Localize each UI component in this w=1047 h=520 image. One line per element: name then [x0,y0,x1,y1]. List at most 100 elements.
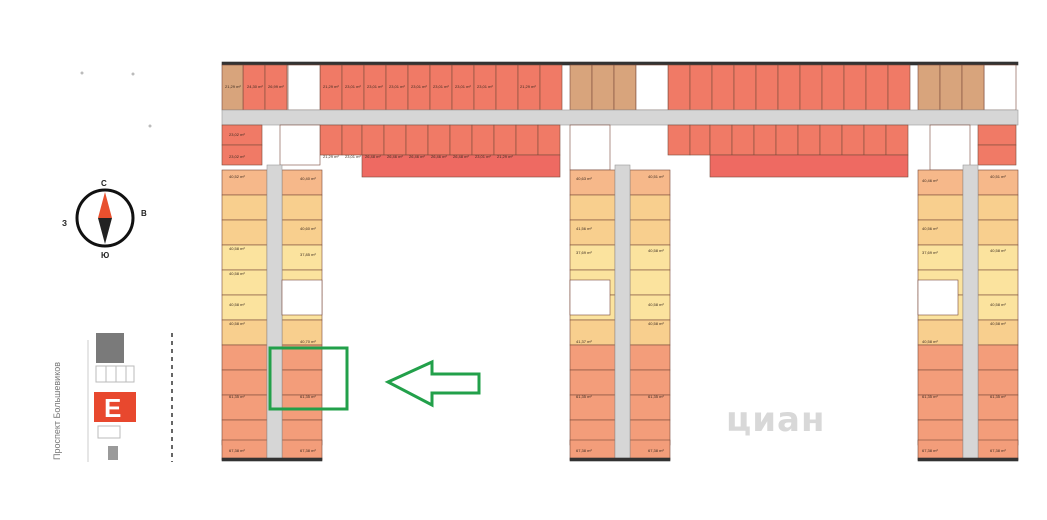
top-apartment [449,124,473,156]
area-label-mid-inner: 40,51 m² [648,174,664,179]
outer-wall [569,457,671,462]
top-apartment [667,64,691,111]
area-label-mid: 61,35 m² [576,394,592,399]
watermark: циан [726,400,826,440]
wing-apartment [569,219,616,246]
area-label-bottom: 23,01 m² [475,154,491,159]
area-label-mid: 41,37 m² [576,339,592,344]
area-label-top: 23,01 m² [411,84,427,89]
location-map: Е [87,333,173,462]
top-apartment [843,64,867,111]
top-apartment [821,64,845,111]
area-label-left: 67,38 m² [229,448,245,453]
wing-apartment [569,369,616,396]
wing-apartment [221,194,268,221]
wing-apartment [977,369,1019,396]
top-apartment [591,64,615,111]
area-label-top: 23,01 m² [345,84,361,89]
top-apartment [939,64,963,111]
top-apartment [799,64,823,111]
area-label-bottom: 23,01 m² [345,154,361,159]
wing-apartment [917,194,964,221]
area-label-left: 61,35 m² [229,394,245,399]
wing-apartment [629,394,671,421]
top-apartment [539,64,563,111]
wing-apartment [977,169,1019,196]
area-label-right-inner: 40,58 m² [990,248,1006,253]
wing-apartment [977,394,1019,421]
top-apartment [383,124,407,156]
top-apartment [495,64,519,111]
area-label-left-inner: 40,60 m² [300,226,316,231]
area-label-top: 21,29 m² [323,84,339,89]
top-apartment [427,124,451,156]
wing-apartment [281,219,323,246]
top-apartment [777,64,801,111]
top-apartment [863,124,887,156]
apartment [709,154,909,178]
corridor [221,109,1019,126]
top-apartment [711,64,735,111]
top-apartment [753,124,777,156]
wing-apartment [629,169,671,196]
wing-corridor [266,164,283,461]
wing-apartment [221,169,268,196]
wing-apartment [569,319,616,346]
wing-apartment [221,219,268,246]
area-label-mid-inner: 67,38 m² [648,448,664,453]
top-apartment [689,124,711,156]
wing-apartment [569,244,616,271]
stair-core [287,64,321,111]
wing-apartment [917,219,964,246]
area-label-top: 23,01 m² [455,84,471,89]
area-label-left-inner: 67,38 m² [300,448,316,453]
wing-apartment [977,344,1019,371]
top-apartment [841,124,865,156]
wing-apartment [221,294,268,321]
stair-core [281,279,323,316]
wing-apartment [629,219,671,246]
area-label-top: 23,01 m² [367,84,383,89]
wing-apartment [917,244,964,271]
wing-apartment [221,394,268,421]
area-label-left-inner: 40,70 m² [300,339,316,344]
top-apartment [917,64,941,111]
area-label-top: 23,01 m² [433,84,449,89]
top-apartment [515,124,539,156]
area-label-left: 40,58 m² [229,302,245,307]
logo-letter: Е [104,393,121,423]
area-label-bottom: 26,48 m² [365,154,381,159]
area-label-corner: 23,02 m² [229,154,245,159]
top-apartment [885,124,909,156]
wing-apartment [221,369,268,396]
stair-core [569,124,611,171]
area-label-right-inner: 40,58 m² [990,302,1006,307]
area-label-top: 26,99 m² [268,84,284,89]
wing-corridor [962,164,979,461]
top-apartment [709,124,733,156]
outer-wall [221,457,323,462]
top-apartment [667,124,691,156]
wing-apartment [221,344,268,371]
area-label-top: 21,29 m² [520,84,536,89]
top-apartment [493,124,517,156]
top-apartment [537,124,561,156]
compass-south-label: Ю [101,251,109,260]
wing-apartment [977,269,1019,296]
wing-apartment [569,169,616,196]
wing-apartment [917,369,964,396]
wing-apartment [281,194,323,221]
area-label-bottom: 26,46 m² [387,154,403,159]
logo-block [94,392,136,422]
area-label-right: 40,58 m² [922,339,938,344]
top-apartment [569,64,593,111]
area-label-left: 40,58 m² [229,321,245,326]
wing-apartment [281,169,323,196]
area-label-corner: 23,02 m² [229,132,245,137]
stair-core [917,279,959,316]
top-apartment [961,64,985,111]
top-apartment [613,64,637,111]
compass-west-label: З [62,219,67,228]
top-apartment [319,124,343,156]
